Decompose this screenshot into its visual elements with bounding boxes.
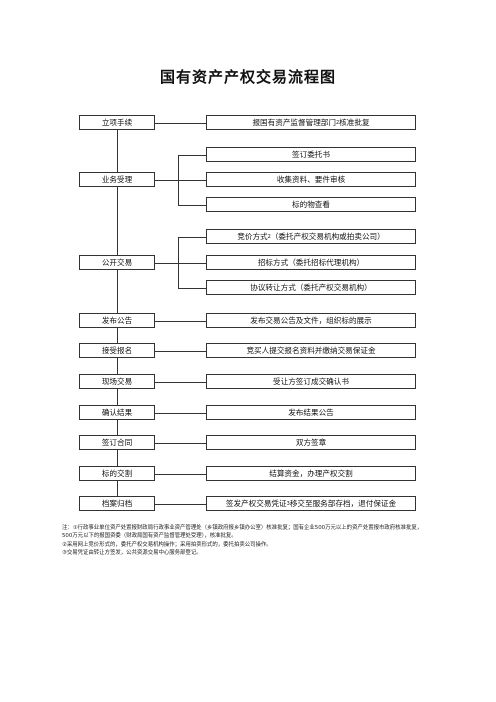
detail-box: 招标方式（委托招标代理机构） [206,255,416,270]
connector-vertical [117,328,118,343]
step-box: 标的交割 [79,466,155,481]
detail-text: 结算资金，办理产权交割 [269,469,353,478]
step-box: 档案归档 [79,496,155,511]
step-box: 接受报名 [79,343,155,358]
step-box: 确认结果 [79,405,155,420]
detail-text: 标的物查看 [292,200,330,209]
step-box: 签订合同 [79,435,155,450]
connector-vertical [117,389,118,405]
connector-horizontal [155,351,206,352]
connector-horizontal [155,504,206,505]
detail-text: 双方签章 [295,438,327,447]
detail-box: 双方签章 [206,435,416,450]
detail-text-cont: 移交至服务部存档，退付保证金 [289,499,397,508]
detail-box: 受让方签订成交确认书 [206,374,416,389]
connector-branch [178,237,206,238]
connector-vertical [117,270,118,313]
detail-text: 发布结果公告 [288,408,334,417]
connector-horizontal [155,382,206,383]
connector-vertical [117,187,118,255]
detail-text: 报国有资产监督管理部门 [252,118,336,127]
connector-horizontal [155,413,206,414]
connector-vertical [117,130,118,172]
connector-vertical [117,481,118,496]
detail-box: 发布结果公告 [206,405,416,420]
detail-text: 竞买人提交报名资料并缴纳交易保证金 [246,346,376,355]
detail-text-cont: （委托产权交易机构或拍卖公司） [270,232,385,241]
detail-box: 标的物查看 [206,197,416,212]
detail-text: 协议转让方式（委托产权交易机构） [250,283,372,292]
footnote-1: 注：①行政事业单位资产处置报财政局行政事业资产管理处（乡镇政府报乡镇办公室）核准… [62,525,423,540]
step-box: 公开交易 [79,255,155,270]
connector-horizontal [155,263,178,264]
detail-text: 收集资料、要件审核 [276,175,346,184]
detail-box: 收集资料、要件审核 [206,172,416,187]
connector-branch [178,205,206,206]
page-title: 国有资产产权交易流程图 [159,68,336,86]
detail-text-cont: 核准批复 [339,118,370,127]
connector-vertical [117,358,118,374]
connector-horizontal [155,180,178,181]
connector-vertical [117,450,118,466]
step-box: 业务受理 [79,172,155,187]
footnote-3: ③交易凭证由转让方签发，公共资源交易中心服务部登记。 [62,550,202,557]
detail-text: 竞价方式 [237,232,268,241]
connector-branch [178,263,206,264]
step-box: 发布公告 [79,313,155,328]
detail-box: 结算资金，办理产权交割 [206,466,416,481]
connector-horizontal [155,474,206,475]
detail-text: 招标方式（委托招标代理机构） [257,258,365,267]
step-box: 立项手续 [79,115,155,130]
connector-horizontal [155,123,206,124]
connector-horizontal [155,321,206,322]
connector-branch [178,155,206,156]
connector-horizontal [155,443,206,444]
connector-branch [178,288,206,289]
detail-text: 签发产权交易凭证 [225,499,287,508]
detail-text: 签订委托书 [292,150,330,159]
detail-box: 竞买人提交报名资料并缴纳交易保证金 [206,343,416,358]
detail-box: 发布交易公告及文件，组织标的展示 [206,313,416,328]
detail-text: 发布交易公告及文件，组织标的展示 [250,316,372,325]
footnotes: 注：①行政事业单位资产处置报财政局行政事业资产管理处（乡镇政府报乡镇办公室）核准… [62,524,432,558]
step-box: 现场交易 [79,374,155,389]
detail-box: 签订委托书 [206,147,416,162]
detail-text: 受让方签订成交确认书 [273,377,349,386]
connector-vertical [117,420,118,435]
footnote-2: ②采用网上竞价形式的，委托产权交易机构操作；采用拍卖形式的，委托拍卖公司操作。 [62,541,272,548]
detail-box: 协议转让方式（委托产权交易机构） [206,280,416,295]
connector-branch [178,180,206,181]
